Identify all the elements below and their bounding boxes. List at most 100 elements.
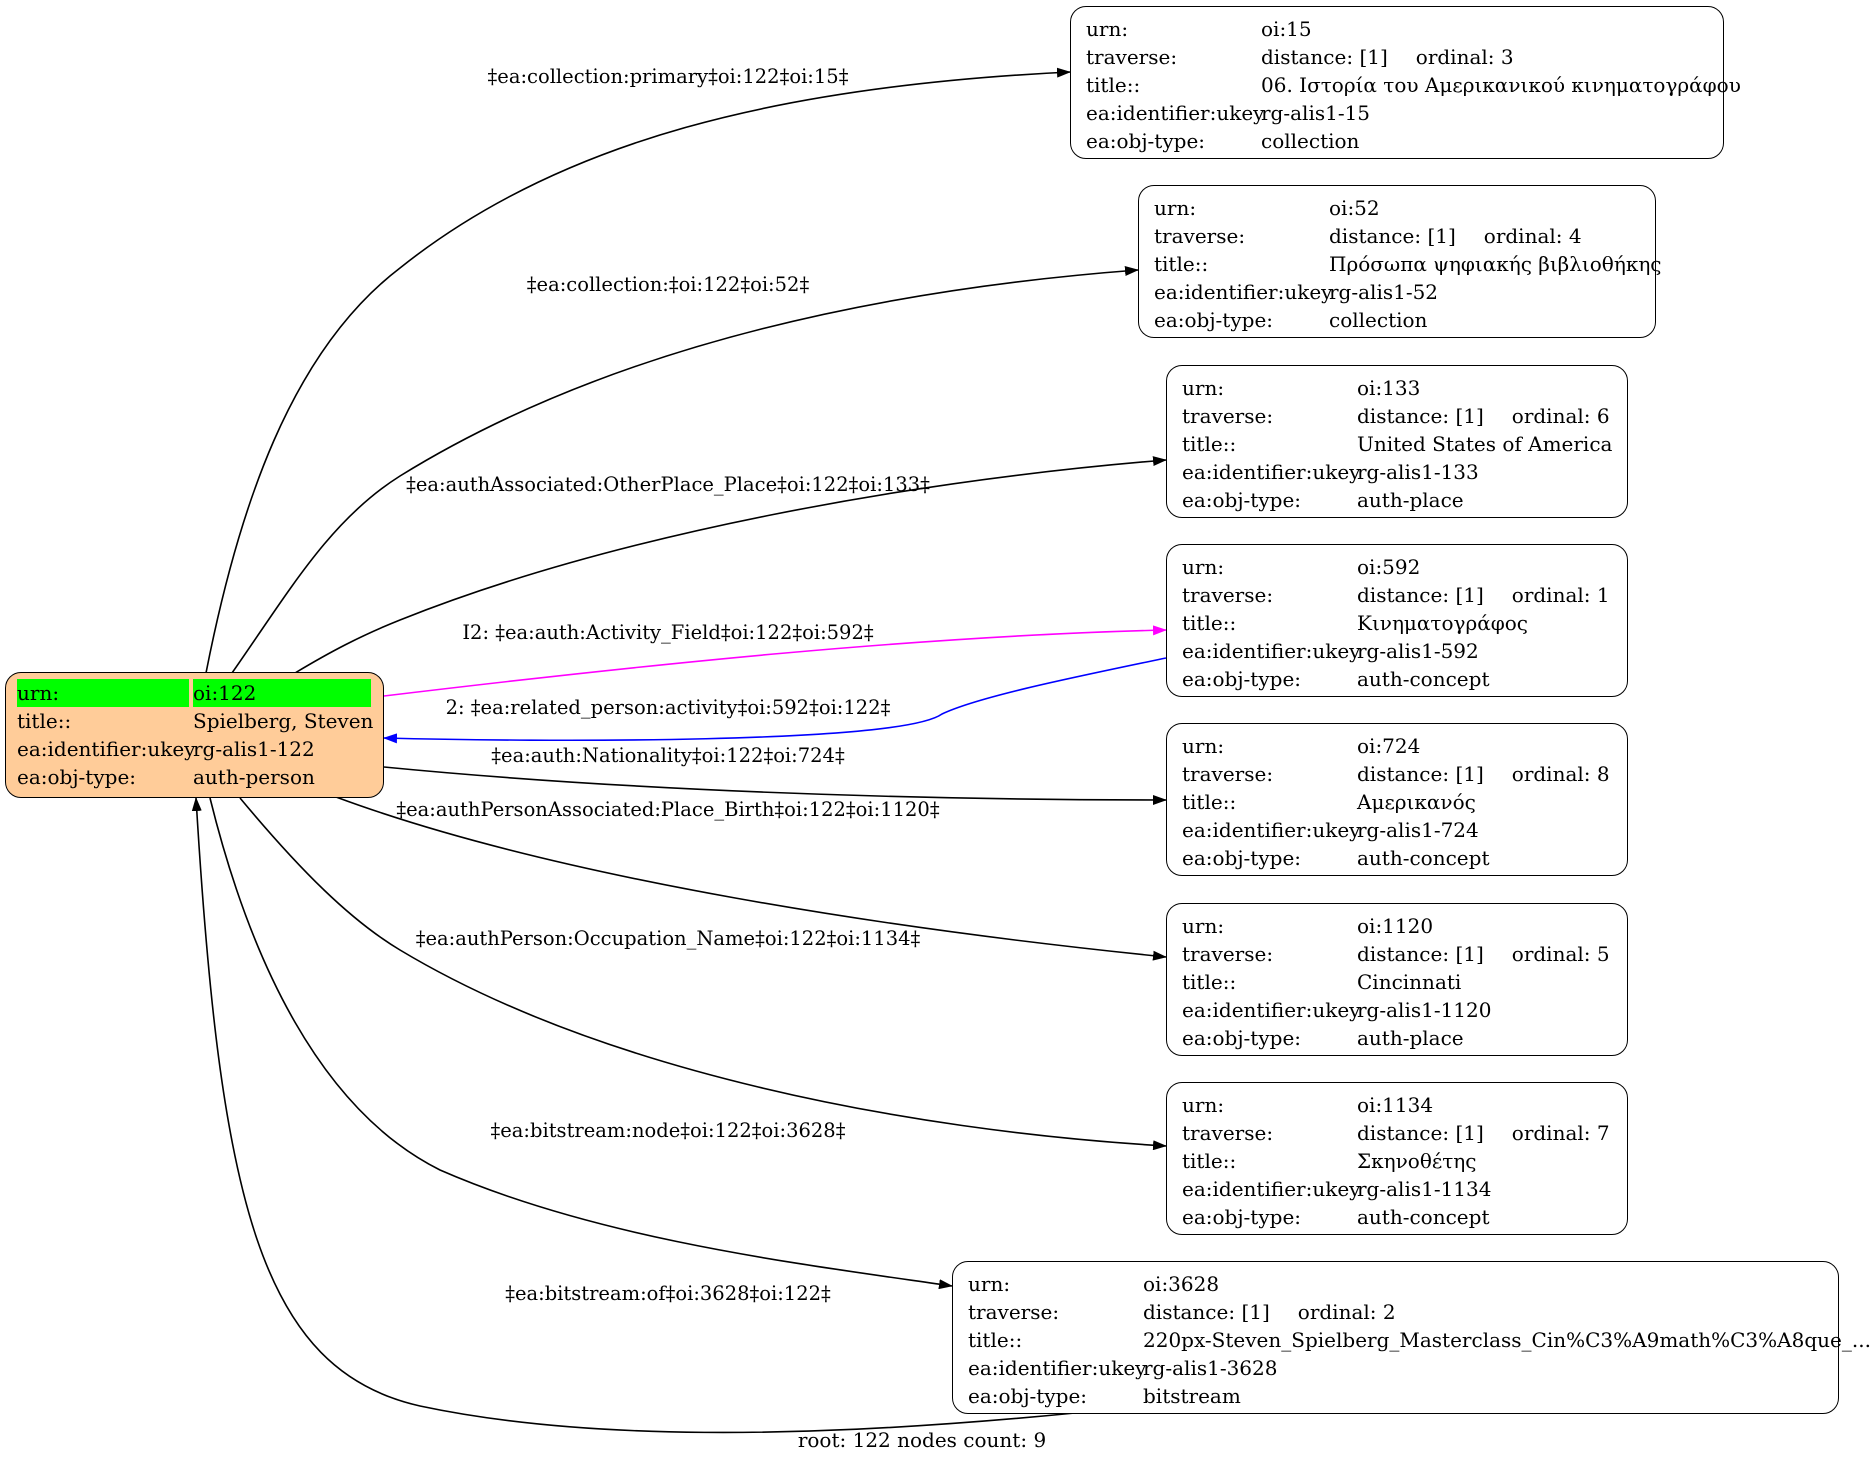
- node-type: auth-concept: [1357, 1205, 1490, 1229]
- key-type: ea:obj-type:: [1182, 1026, 1302, 1050]
- key-title: title::: [968, 1328, 1023, 1352]
- node-type: collection: [1329, 308, 1428, 332]
- key-type: ea:obj-type:: [1182, 488, 1302, 512]
- root-ukey-key: ea:identifier:ukey: [17, 737, 196, 761]
- node-ordinal: ordinal: 3: [1415, 45, 1514, 69]
- node-type: auth-place: [1357, 488, 1464, 512]
- edge-collection: [231, 265, 1139, 674]
- key-type: ea:obj-type:: [1182, 846, 1302, 870]
- node-oi-724[interactable]: urn:oi:724 traverse:distance: [1]ordinal…: [1166, 723, 1628, 876]
- edge-label-collection-primary: ‡ea:collection:primary‡oi:122‡oi:15‡: [488, 65, 849, 88]
- node-distance: distance: [1]: [1261, 45, 1388, 69]
- key-title: title::: [1182, 1149, 1237, 1173]
- key-urn: urn:: [1182, 555, 1225, 579]
- node-urn: oi:1120: [1357, 914, 1434, 938]
- edge-label-auth-associated-other-place: ‡ea:authAssociated:OtherPlace_Place‡oi:1…: [406, 473, 930, 496]
- node-oi-3628[interactable]: urn:oi:3628 traverse:distance: [1]ordina…: [952, 1261, 1871, 1414]
- key-ukey: ea:identifier:ukey: [1182, 1177, 1361, 1201]
- key-urn: urn:: [1182, 734, 1225, 758]
- key-urn: urn:: [1182, 1093, 1225, 1117]
- root-node[interactable]: urn: oi:122 title:: Spielberg, Steven ea…: [5, 672, 384, 798]
- node-title: Πρόσωπα ψηφιακής βιβλιοθήκης: [1329, 252, 1662, 276]
- key-traverse: traverse:: [1182, 404, 1274, 428]
- node-urn: oi:724: [1357, 734, 1421, 758]
- root-urn-value: oi:122: [193, 679, 371, 707]
- key-title: title::: [1182, 432, 1237, 456]
- key-ukey: ea:identifier:ukey: [1086, 101, 1265, 125]
- key-urn: urn:: [968, 1272, 1011, 1296]
- node-urn: oi:15: [1261, 17, 1312, 41]
- key-ukey: ea:identifier:ukey: [1182, 639, 1361, 663]
- graph-footer: root: 122 nodes count: 9: [797, 1428, 1047, 1452]
- node-distance: distance: [1]: [1329, 224, 1456, 248]
- edge-bitstream-node: [209, 797, 953, 1290]
- node-distance: distance: [1]: [1357, 583, 1484, 607]
- key-ukey: ea:identifier:ukey: [968, 1356, 1147, 1380]
- node-title: 06. Ιστορία του Αμερικανικού κινηματογρά…: [1261, 73, 1741, 97]
- edge-place-birth: [335, 796, 1167, 961]
- node-ukey: rg-alis1-1120: [1357, 998, 1492, 1022]
- node-urn: oi:592: [1357, 555, 1421, 579]
- node-ukey: rg-alis1-724: [1357, 818, 1479, 842]
- key-title: title::: [1182, 611, 1237, 635]
- key-traverse: traverse:: [1182, 583, 1274, 607]
- key-traverse: traverse:: [968, 1300, 1060, 1324]
- root-type-key: ea:obj-type:: [17, 765, 137, 789]
- node-oi-52[interactable]: urn: oi:52 traverse: distance: [1] ordinal:…: [1138, 185, 1662, 338]
- node-title: 220px-Steven_Spielberg_Masterclass_Cin%C…: [1143, 1328, 1871, 1352]
- root-type-value: auth-person: [193, 765, 315, 789]
- key-traverse: traverse:: [1086, 45, 1178, 69]
- node-distance: distance: [1]: [1143, 1300, 1270, 1324]
- key-ukey: ea:identifier:ukey: [1154, 280, 1333, 304]
- node-type: auth-concept: [1357, 667, 1490, 691]
- node-oi-1134[interactable]: urn:oi:1134 traverse:distance: [1]ordina…: [1166, 1082, 1628, 1235]
- node-ukey: rg-alis1-52: [1329, 280, 1439, 304]
- node-title: Cincinnati: [1357, 970, 1462, 994]
- node-oi-592[interactable]: urn:oi:592 traverse:distance: [1]ordinal…: [1166, 544, 1628, 697]
- edge-related-person-activity: [383, 657, 1167, 744]
- key-type: ea:obj-type:: [1182, 667, 1302, 691]
- root-ukey-value: rg-alis1-122: [193, 737, 315, 761]
- node-distance: distance: [1]: [1357, 404, 1484, 428]
- root-row-type: ea:obj-type: auth-person: [17, 763, 372, 791]
- node-ordinal: ordinal: 6: [1511, 404, 1610, 428]
- key-urn: urn:: [1154, 196, 1197, 220]
- node-ukey: rg-alis1-1134: [1357, 1177, 1492, 1201]
- node-type: auth-place: [1357, 1026, 1464, 1050]
- key-title: title::: [1182, 970, 1237, 994]
- root-row-ukey: ea:identifier:ukey rg-alis1-122: [17, 735, 372, 763]
- edge-label-nationality: ‡ea:auth:Nationality‡oi:122‡oi:724‡: [491, 744, 845, 767]
- root-urn-key: urn:: [17, 679, 189, 707]
- key-title: title::: [1086, 73, 1141, 97]
- key-urn: urn:: [1182, 376, 1225, 400]
- node-ordinal: ordinal: 4: [1483, 224, 1582, 248]
- root-title-value: Spielberg, Steven: [193, 709, 374, 733]
- node-title: Αμερικανός: [1357, 790, 1476, 814]
- edge-auth-associated-other-place: [294, 456, 1167, 674]
- node-urn: oi:1134: [1357, 1093, 1434, 1117]
- edge-label-collection: ‡ea:collection:‡oi:122‡oi:52‡: [527, 273, 810, 296]
- node-urn: oi:52: [1329, 196, 1380, 220]
- node-distance: distance: [1]: [1357, 1121, 1484, 1145]
- key-traverse: traverse:: [1182, 1121, 1274, 1145]
- node-oi-15[interactable]: urn:oi:15 traverse:distance: [1]ordinal:…: [1070, 6, 1741, 159]
- node-ordinal: ordinal: 5: [1511, 942, 1610, 966]
- node-title: United States of America: [1357, 432, 1613, 456]
- node-oi-133[interactable]: urn:oi:133 traverse:distance: [1]ordinal…: [1166, 365, 1628, 518]
- edge-label-occupation-name: ‡ea:authPerson:Occupation_Name‡oi:122‡oi…: [416, 927, 921, 950]
- key-traverse: traverse:: [1154, 224, 1246, 248]
- edge-label-related-person-activity: 2: ‡ea:related_person:activity‡oi:592‡oi…: [446, 696, 891, 719]
- node-title: Σκηνοθέτης: [1357, 1149, 1477, 1173]
- node-type: auth-concept: [1357, 846, 1490, 870]
- node-type: collection: [1261, 129, 1360, 153]
- node-ukey: rg-alis1-15: [1261, 101, 1371, 125]
- edge-collection-primary: [205, 67, 1071, 674]
- node-type: bitstream: [1143, 1384, 1241, 1408]
- node-ukey: rg-alis1-592: [1357, 639, 1479, 663]
- node-ukey: rg-alis1-133: [1357, 460, 1479, 484]
- edge-occupation-name: [239, 797, 1167, 1151]
- node-oi-1120[interactable]: urn:oi:1120 traverse:distance: [1]ordina…: [1166, 903, 1628, 1056]
- key-ukey: ea:identifier:ukey: [1182, 460, 1361, 484]
- edge-label-place-birth: ‡ea:authPersonAssociated:Place_Birth‡oi:…: [396, 798, 939, 821]
